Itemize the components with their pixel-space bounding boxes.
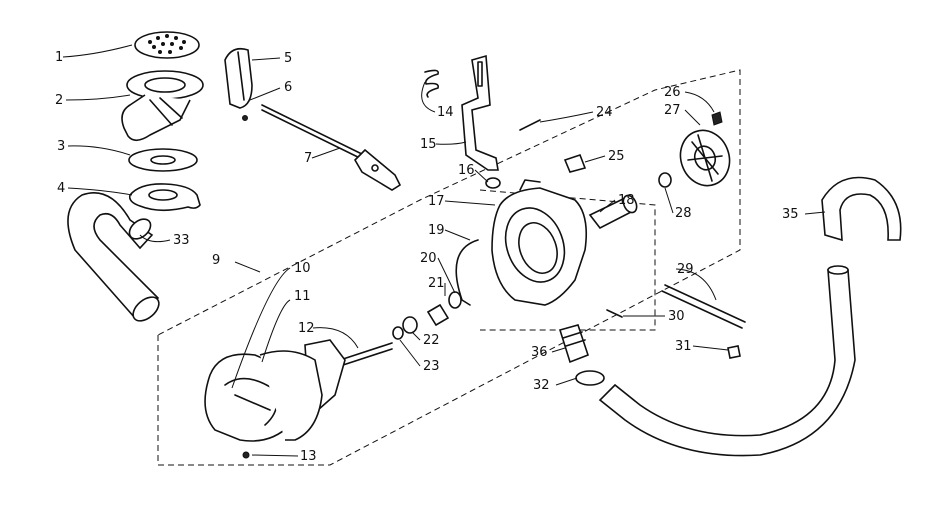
part-28-washer <box>658 172 672 188</box>
label-33: 33 <box>173 233 190 248</box>
label-25: 25 <box>608 149 625 164</box>
part-35-drain-hose <box>598 176 902 457</box>
part-13-screw <box>242 451 250 459</box>
label-29: 29 <box>677 262 694 277</box>
part-31-bolt <box>727 345 741 359</box>
leader-lines <box>62 44 826 457</box>
label-23: 23 <box>423 359 440 374</box>
label-31: 31 <box>675 339 692 354</box>
part-18-bushing <box>588 194 638 230</box>
label-12: 12 <box>298 321 315 336</box>
label-16: 16 <box>458 163 475 178</box>
label-3: 3 <box>57 139 65 154</box>
label-6: 6 <box>284 80 292 95</box>
label-4: 4 <box>57 181 65 196</box>
label-19: 19 <box>428 223 445 238</box>
part-27-pulley <box>679 129 731 187</box>
label-24: 24 <box>596 105 613 120</box>
part-11-volute-body <box>259 350 323 441</box>
part-4-gasket <box>128 183 201 212</box>
part-15-lever <box>461 54 499 171</box>
part-1-strainer <box>134 31 200 59</box>
part-26-nut <box>711 111 723 126</box>
part-21-seal <box>448 291 462 309</box>
part-9-leader <box>234 261 261 273</box>
part-19-ring <box>455 239 479 306</box>
label-2: 2 <box>55 93 63 108</box>
part-7-shaft <box>261 104 402 191</box>
label-26: 26 <box>664 85 681 100</box>
part-36-coupling <box>558 324 589 364</box>
label-9: 9 <box>212 253 220 268</box>
part-16-washer <box>485 177 501 189</box>
part-32-clamp <box>575 370 605 386</box>
label-36: 36 <box>531 345 548 360</box>
callout-labels: 1 2 3 4 5 6 7 9 10 11 12 13 14 15 16 17 … <box>55 50 799 464</box>
part-23-washer <box>392 326 404 340</box>
label-30: 30 <box>668 309 685 324</box>
label-35: 35 <box>782 207 799 222</box>
label-1: 1 <box>55 50 63 65</box>
label-21: 21 <box>428 276 445 291</box>
label-5: 5 <box>284 51 292 66</box>
part-33-hose <box>67 191 160 322</box>
part-2-funnel <box>121 70 204 142</box>
part-25-clip <box>563 153 587 173</box>
label-13: 13 <box>300 449 317 464</box>
label-7: 7 <box>304 151 312 166</box>
part-20-fitting <box>426 303 450 327</box>
label-28: 28 <box>675 206 692 221</box>
part-3-washer <box>128 148 198 172</box>
label-27: 27 <box>664 103 681 118</box>
label-14: 14 <box>437 105 454 120</box>
label-11: 11 <box>294 289 311 304</box>
part-5-bracket <box>224 47 253 121</box>
label-17: 17 <box>428 194 445 209</box>
part-22-nut <box>402 316 418 334</box>
part-29-rod <box>661 284 746 329</box>
label-18: 18 <box>618 193 635 208</box>
label-22: 22 <box>423 333 440 348</box>
part-30-pin <box>606 309 623 318</box>
label-15: 15 <box>420 137 437 152</box>
label-32: 32 <box>533 378 550 393</box>
part-17-pump-housing <box>491 179 588 306</box>
part-14-spring <box>424 69 440 98</box>
label-10: 10 <box>294 261 311 276</box>
part-24-pin <box>519 119 541 131</box>
pump-group-outline <box>157 69 741 466</box>
label-20: 20 <box>420 251 437 266</box>
